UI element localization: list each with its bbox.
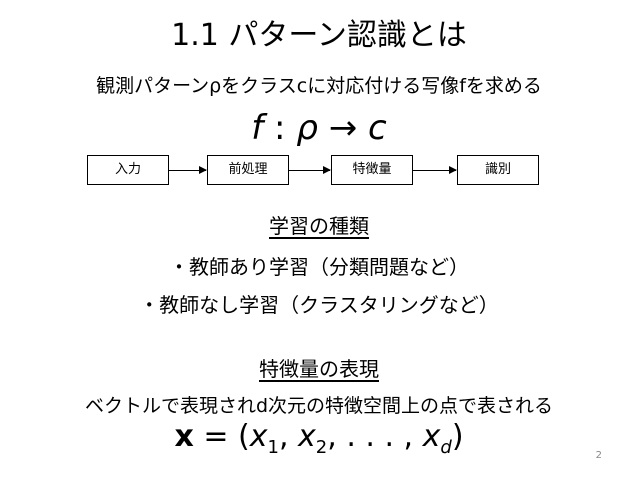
flow-box-feature: 特徴量 (331, 155, 413, 185)
formula-rho: ρ (296, 108, 318, 148)
vector-x-bold: x (174, 419, 194, 454)
flow-arrow-1 (168, 166, 207, 174)
learning-types-heading: 学習の種類 (269, 214, 369, 238)
vector-x1: x (249, 419, 268, 454)
flow-arrow-3 (412, 166, 457, 174)
flow-arrow-2 (288, 166, 331, 174)
subtitle-text: 観測パターンρをクラスcに対応付ける写像fを求める (96, 75, 542, 97)
formula-colon: : (274, 108, 286, 148)
vector-x2: x (298, 419, 316, 454)
vector-comma1: , (278, 419, 299, 454)
slide-title: 1.1 パターン認識とは (171, 18, 467, 53)
flow-box-classify: 識別 (457, 155, 539, 185)
vector-dots: , . . . , (327, 419, 423, 454)
feature-representation-heading: 特徴量の表現 (259, 357, 379, 381)
flow-box-preprocess: 前処理 (207, 155, 289, 185)
vector-sub1: 1 (267, 437, 279, 458)
vector-eq: = ( (193, 419, 250, 454)
vector-xd: x (422, 419, 441, 454)
flow-box-input: 入力 (87, 155, 169, 185)
feature-description: ベクトルで表現されd次元の特徴空間上の点で表される (84, 395, 554, 417)
formula-f: f (251, 108, 264, 148)
vector-subd: d (440, 437, 452, 458)
feature-vector-formula: x = (x1, x2, . . . , xd) (0, 419, 638, 458)
formula-arrow: → (328, 108, 358, 148)
formula-c: c (368, 108, 387, 148)
unsupervised-item: ・教師なし学習（クラスタリングなど） (139, 293, 499, 317)
vector-close: ) (451, 419, 464, 454)
page-number: 2 (595, 450, 602, 461)
vector-sub2: 2 (315, 437, 328, 458)
supervised-item: ・教師あり学習（分類問題など） (169, 255, 469, 279)
mapping-formula: f : ρ → c (0, 108, 638, 148)
